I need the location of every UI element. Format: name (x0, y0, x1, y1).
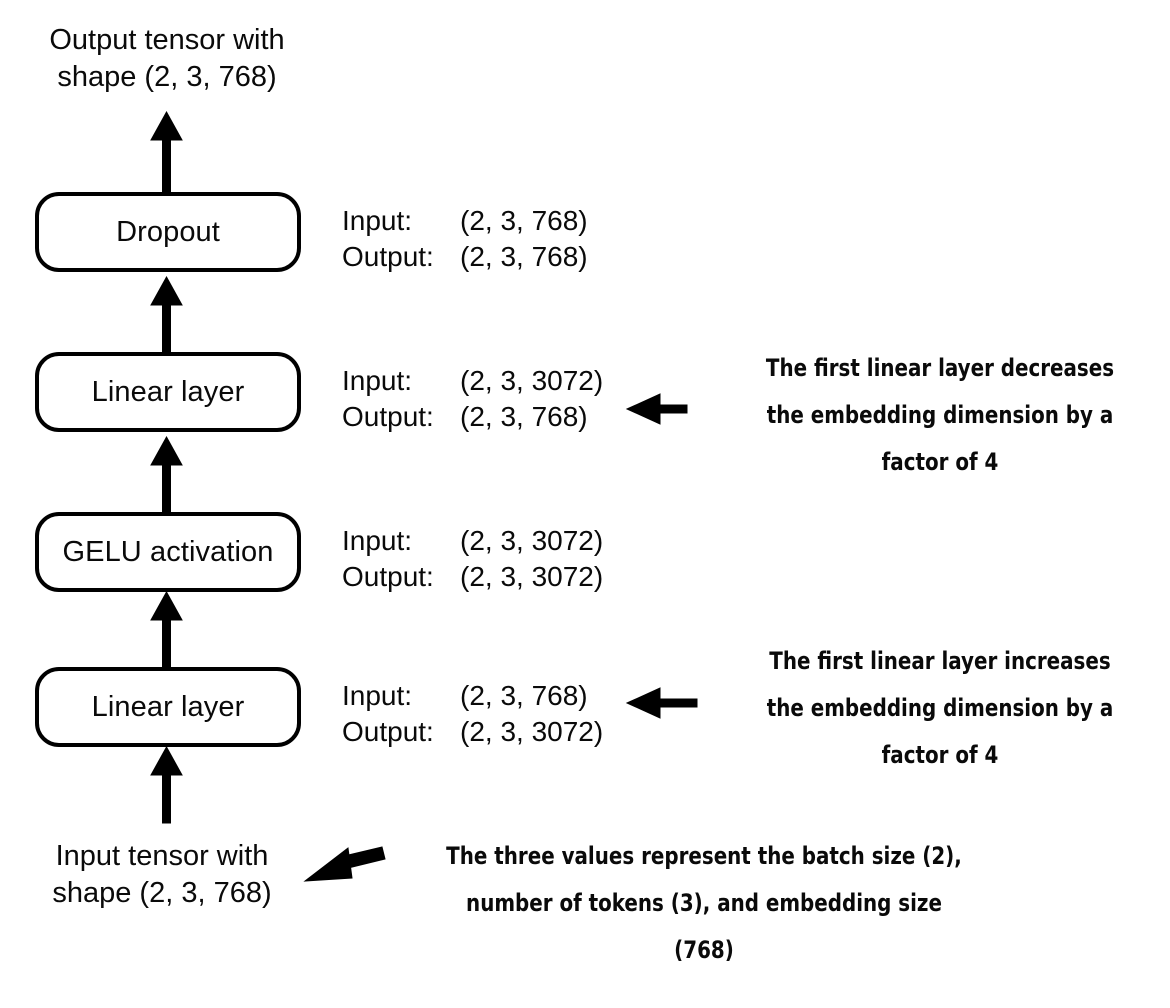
io-input-row: Input: (2, 3, 3072) (342, 363, 603, 399)
annotation-line: The first linear layer increases (769, 647, 1111, 675)
io-spec-dropout: Input: (2, 3, 768) Output: (2, 3, 768) (342, 203, 588, 275)
io-output-value: (2, 3, 768) (460, 240, 588, 272)
io-spec-linear-layer-2: Input: (2, 3, 3072) Output: (2, 3, 768) (342, 363, 603, 435)
block-gelu-activation-label: GELU activation (62, 535, 274, 568)
io-input-value: (2, 3, 3072) (460, 525, 604, 556)
io-input-row: Input: (2, 3, 768) (342, 203, 588, 239)
arrow-up-to-output-icon (150, 110, 183, 193)
io-output-key: Output: (342, 400, 434, 432)
block-linear-layer-2-label: Linear layer (91, 375, 245, 408)
input-tensor-caption: Input tensor with shape (2, 3, 768) (52, 840, 272, 910)
block-dropout-label: Dropout (116, 215, 220, 248)
annotation-increase-note: The first linear layer increases the emb… (739, 638, 1140, 778)
arrow-up-gelu-to-linear2-icon (150, 435, 183, 514)
annotation-line: factor of 4 (881, 447, 999, 476)
io-input-key: Input: (342, 680, 413, 711)
arrow-up-linear1-to-gelu-icon (150, 590, 183, 669)
io-output-row: Output: (2, 3, 3072) (342, 559, 603, 595)
arrow-up-input-to-linear1-icon (150, 745, 183, 824)
annotation-line: number of tokens (3), and embedding size (466, 888, 942, 917)
io-output-key: Output: (342, 240, 434, 272)
io-output-value: (2, 3, 3072) (460, 715, 604, 747)
arrow-left-decrease-note-icon (625, 393, 688, 425)
io-output-row: Output: (2, 3, 768) (342, 239, 588, 275)
annotation-line: factor of 4 (881, 740, 999, 769)
block-linear-layer-1[interactable]: Linear layer (35, 667, 301, 747)
io-output-row: Output: (2, 3, 768) (342, 399, 603, 435)
io-spec-gelu-activation: Input: (2, 3, 3072) Output: (2, 3, 3072) (342, 523, 603, 595)
annotation-decrease-note: The first linear layer decreases the emb… (739, 345, 1140, 485)
io-output-value: (2, 3, 768) (460, 400, 588, 432)
annotation-line: the embedding dimension by a (766, 693, 1114, 722)
annotation-shape-meaning-note: The three values represent the batch siz… (428, 833, 980, 973)
io-output-key: Output: (342, 715, 434, 747)
io-output-key: Output: (342, 560, 434, 592)
block-gelu-activation[interactable]: GELU activation (35, 512, 301, 592)
io-output-row: Output: (2, 3, 3072) (342, 714, 603, 750)
annotation-line: (768) (674, 935, 734, 964)
io-input-value: (2, 3, 768) (460, 205, 588, 236)
io-input-key: Input: (342, 205, 413, 236)
block-dropout[interactable]: Dropout (35, 192, 301, 272)
io-input-row: Input: (2, 3, 768) (342, 678, 603, 714)
arrow-up-linear2-to-dropout-icon (150, 275, 183, 354)
io-spec-linear-layer-1: Input: (2, 3, 768) Output: (2, 3, 3072) (342, 678, 603, 750)
io-input-key: Input: (342, 365, 413, 396)
output-tensor-caption: Output tensor with shape (2, 3, 768) (49, 24, 285, 94)
annotation-line: the embedding dimension by a (766, 400, 1114, 429)
arrow-left-increase-note-icon (625, 687, 698, 719)
block-linear-layer-2[interactable]: Linear layer (35, 352, 301, 432)
io-input-value: (2, 3, 768) (460, 680, 588, 711)
io-output-value: (2, 3, 3072) (460, 560, 604, 592)
io-input-value: (2, 3, 3072) (460, 365, 604, 396)
annotation-line: The three values represent the batch siz… (446, 842, 962, 870)
block-linear-layer-1-label: Linear layer (91, 690, 245, 723)
arrow-left-shape-meaning-note-icon (303, 846, 386, 882)
io-input-row: Input: (2, 3, 3072) (342, 523, 603, 559)
annotation-line: The first linear layer decreases (765, 354, 1115, 382)
io-input-key: Input: (342, 525, 413, 556)
